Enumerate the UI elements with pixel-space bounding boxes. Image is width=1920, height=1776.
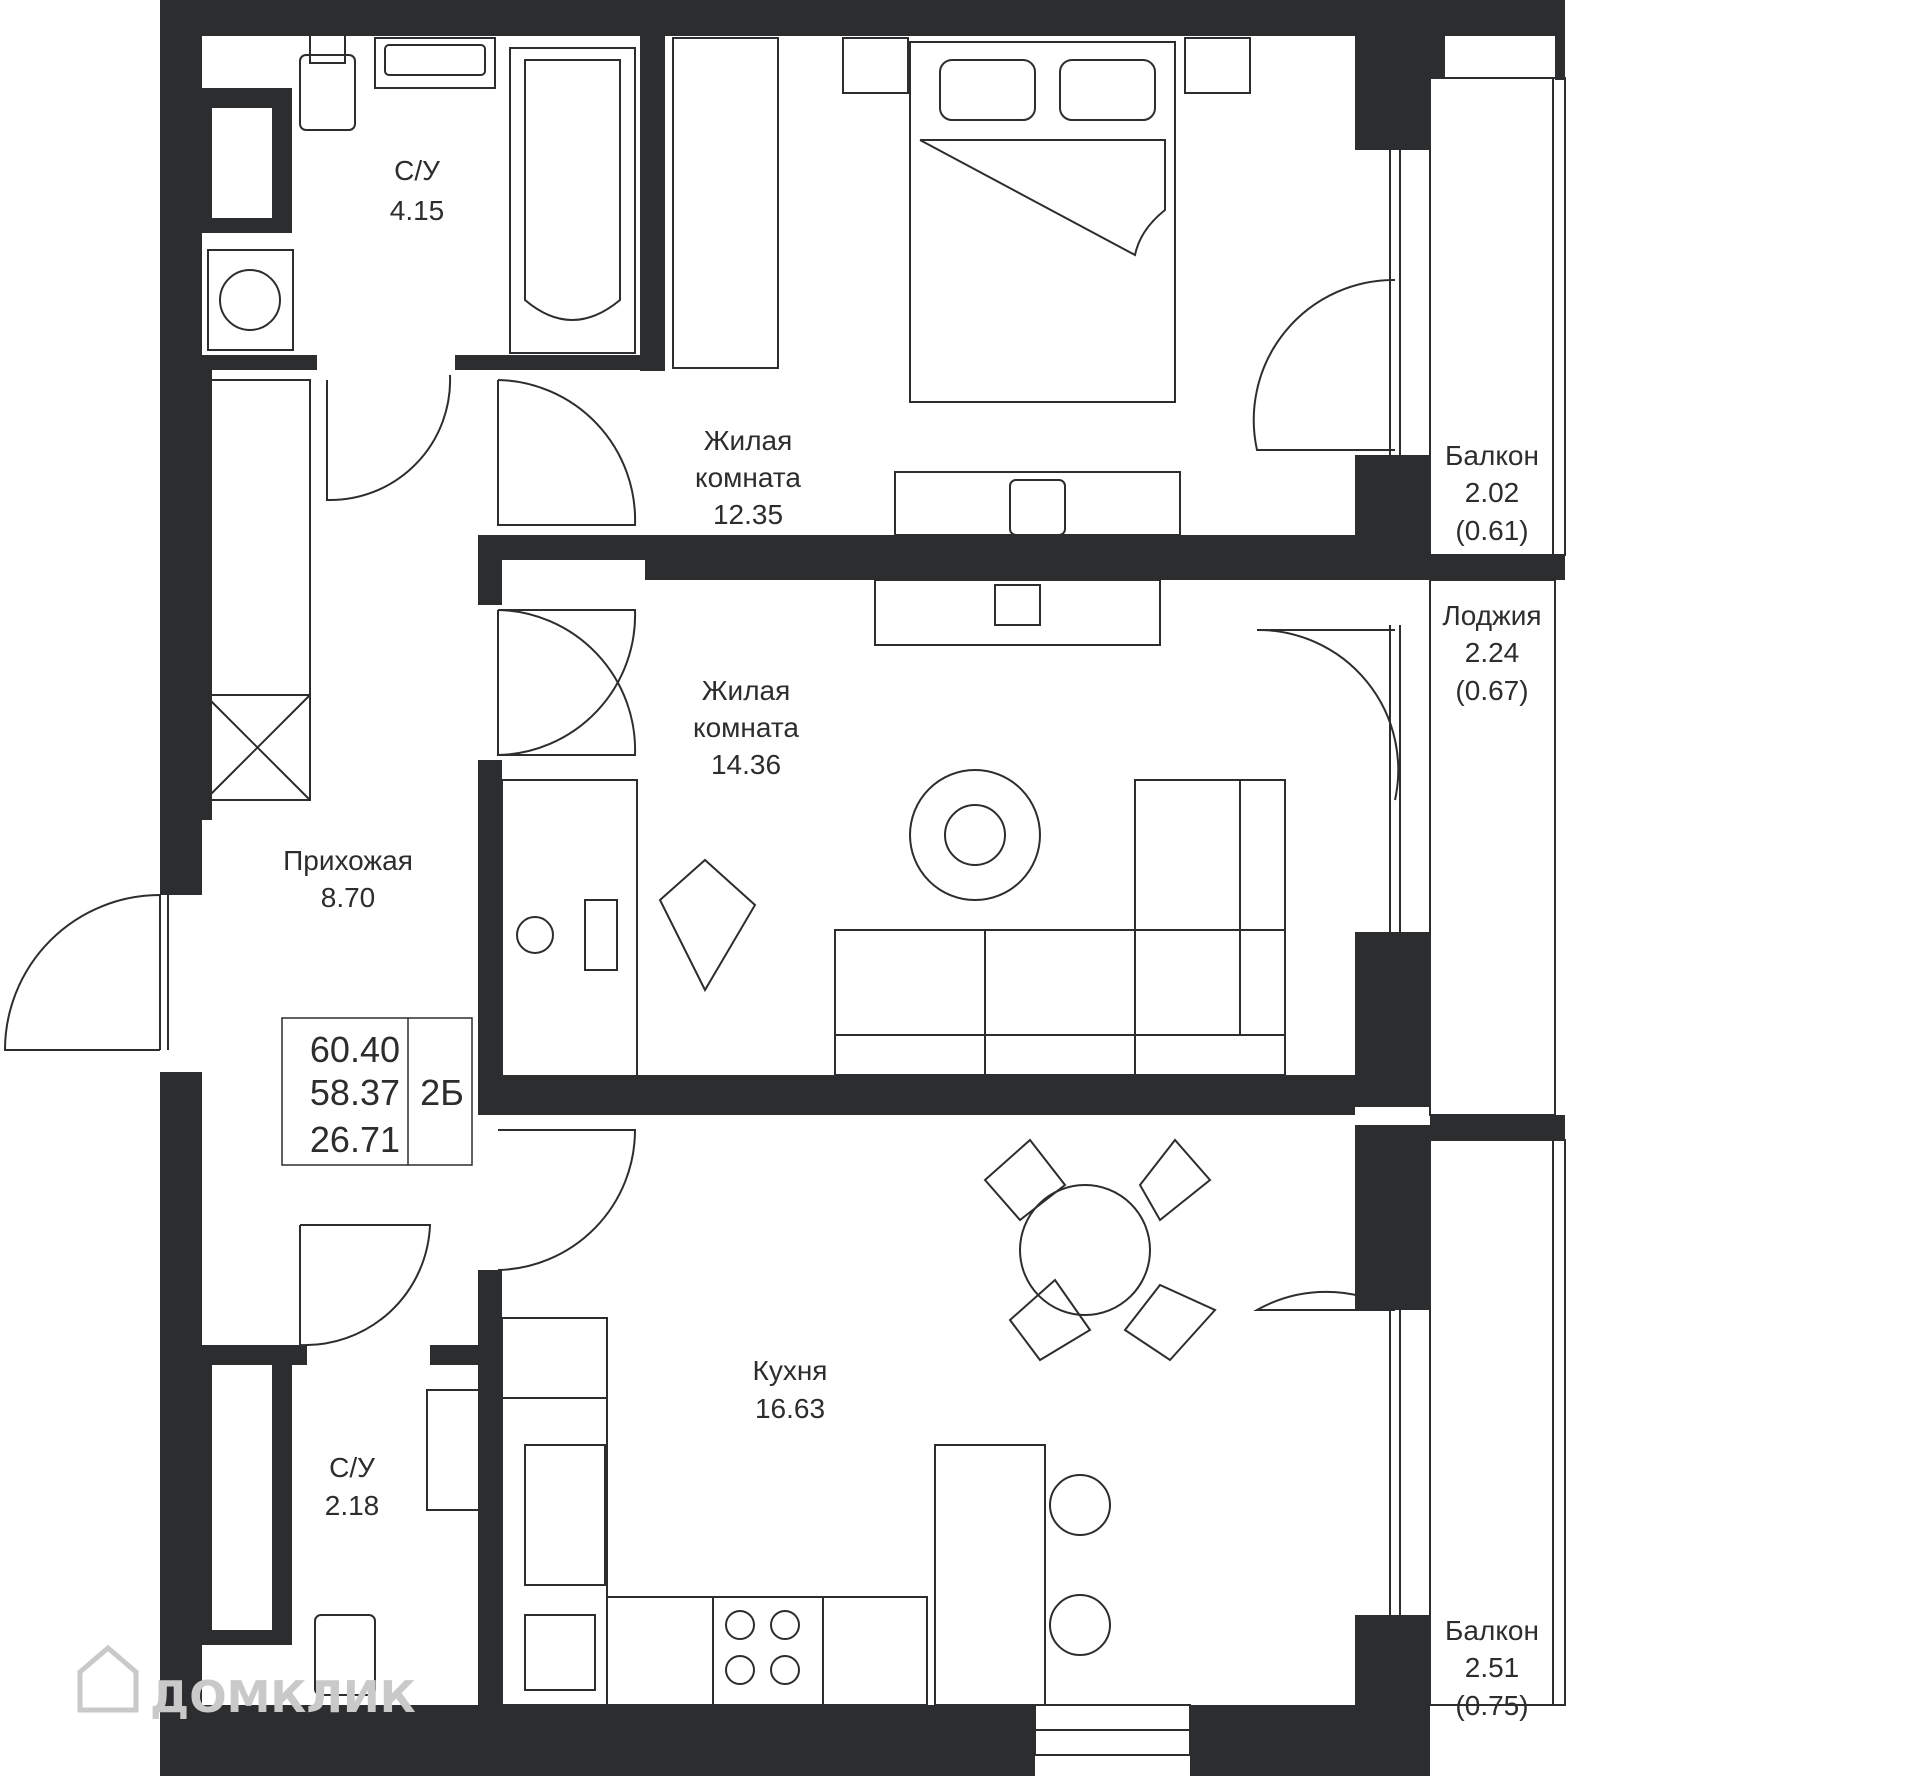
total-area: 60.40 [310,1029,400,1070]
balcony-outlines [1429,77,1566,1706]
walls [160,0,1565,1776]
kitchen-area: 16.63 [755,1393,825,1424]
living-area: 26.71 [310,1119,400,1160]
house-logo-icon [77,1644,139,1713]
bath-top-name: С/У [394,155,440,186]
living-name-line2: комната [693,712,799,743]
loggia-area-reduced: (0.67) [1455,675,1528,706]
bath-top-area: 4.15 [390,195,445,226]
bath-bottom-name: С/У [329,1452,375,1483]
doors [3,278,1400,1347]
furniture [204,34,1286,1706]
bath-bottom-area: 2.18 [325,1490,380,1521]
hallway-area: 8.70 [321,882,376,913]
domclick-watermark: ДОМКЛИК [77,1644,416,1723]
balcony-bottom-area: 2.51 [1465,1652,1520,1683]
kitchen-name: Кухня [753,1355,828,1386]
living-area: 14.36 [711,749,781,780]
apartment-type: 2Б [420,1072,464,1113]
hallway-name: Прихожая [283,845,413,876]
watermark-text: ДОМКЛИК [150,1672,416,1723]
bedroom-area: 12.35 [713,499,783,530]
living-name-line1: Жилая [702,675,791,706]
area-without-balconies: 58.37 [310,1072,400,1113]
area-summary-box: 60.40 58.37 26.71 2Б [281,1017,473,1166]
balcony-top-name: Балкон [1445,440,1539,471]
bedroom-name-line1: Жилая [704,425,793,456]
windows [1034,150,1401,1756]
balcony-top-area: 2.02 [1465,477,1520,508]
room-labels: С/У 4.15 Жилая комната 12.35 Балкон 2.02… [283,155,1541,1721]
balcony-bottom-area-reduced: (0.75) [1455,1690,1528,1721]
balcony-top-area-reduced: (0.61) [1455,515,1528,546]
bedroom-name-line2: комната [695,462,801,493]
loggia-area: 2.24 [1465,637,1520,668]
loggia-name: Лоджия [1442,600,1541,631]
balcony-bottom-name: Балкон [1445,1615,1539,1646]
